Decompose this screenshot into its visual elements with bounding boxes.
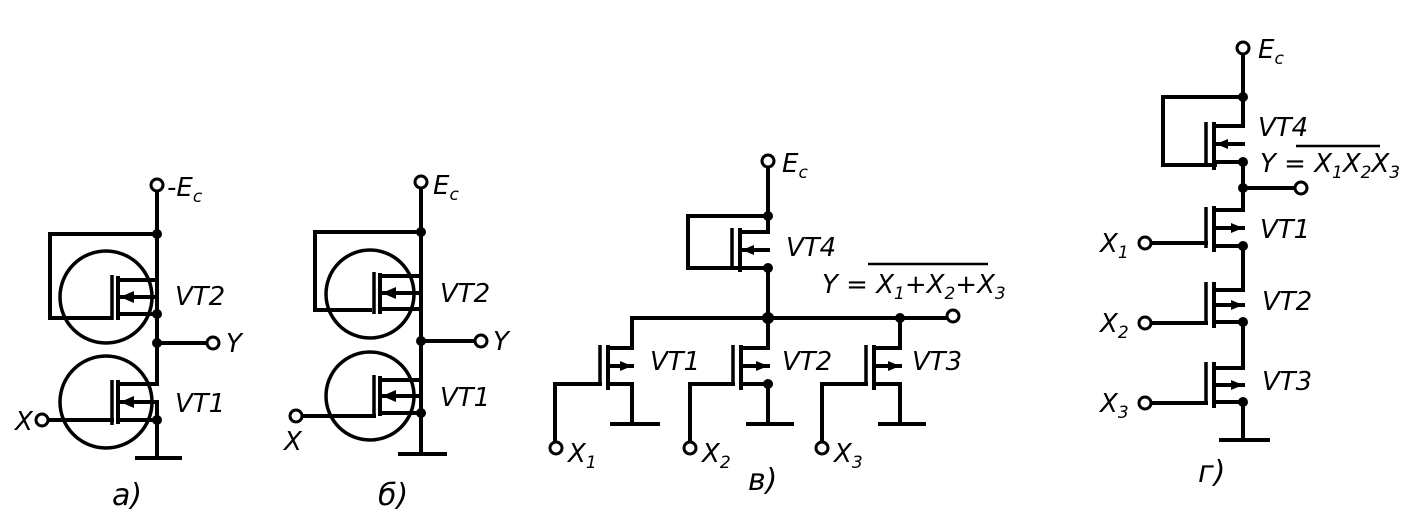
caption-a: а) bbox=[112, 478, 142, 513]
supply-label-a: -Ec bbox=[167, 173, 203, 207]
caption-g: г) bbox=[1198, 455, 1225, 490]
supply-label-v: Ec bbox=[782, 149, 808, 183]
input-x3-g: X3 bbox=[1098, 389, 1129, 423]
vt1-label-b: VT1 bbox=[440, 383, 490, 413]
supply-label-b: Ec bbox=[433, 171, 459, 205]
vt3-label-g: VT3 bbox=[1262, 367, 1312, 397]
vt4-label-g: VT4 bbox=[1258, 113, 1308, 143]
output-y-a: Y bbox=[226, 329, 244, 359]
vt2-label-g: VT2 bbox=[1262, 287, 1312, 317]
circuit-g: Ec VT4 Y = X1X2X3 X1 VT1 bbox=[1098, 35, 1400, 490]
input-x3-v: X3 bbox=[832, 439, 863, 473]
vt1-label-g: VT1 bbox=[1260, 215, 1310, 245]
formula-nor: Y = X1+X2+X3 bbox=[822, 262, 1006, 304]
circuit-v: Ec VT4 Y = X1+X2+X3 VT1 bbox=[548, 149, 1006, 498]
vt3-label-v: VT3 bbox=[912, 347, 962, 377]
circuit-a: -Ec VT2 Y VT1 X а) bbox=[13, 173, 244, 513]
input-x-a: X bbox=[13, 407, 34, 437]
vt2-label-v: VT2 bbox=[782, 347, 832, 377]
input-x2-g: X2 bbox=[1098, 309, 1129, 343]
svg-text:Y = X1+X2+X3: Y = X1+X2+X3 bbox=[822, 270, 1006, 304]
circuit-b: Ec VT2 Y VT1 X б) bbox=[282, 171, 511, 513]
vt4-label-v: VT4 bbox=[786, 233, 836, 263]
output-y-b: Y bbox=[493, 327, 511, 357]
vt1-label-v: VT1 bbox=[650, 347, 700, 377]
caption-v: в) bbox=[748, 463, 777, 498]
vt2-label-b: VT2 bbox=[440, 279, 490, 309]
input-x1-g: X1 bbox=[1098, 229, 1129, 263]
vt2-label-a: VT2 bbox=[175, 282, 225, 312]
input-x-b: X bbox=[282, 427, 303, 457]
caption-b: б) bbox=[378, 478, 408, 513]
vt1-label-a: VT1 bbox=[175, 389, 225, 419]
formula-nand: Y = X1X2X3 bbox=[1260, 144, 1400, 183]
supply-label-g: Ec bbox=[1258, 35, 1284, 69]
svg-text:Y = X1X2X3: Y = X1X2X3 bbox=[1260, 149, 1400, 183]
input-x2-v: X2 bbox=[700, 439, 731, 473]
input-x1-v: X1 bbox=[566, 439, 597, 473]
